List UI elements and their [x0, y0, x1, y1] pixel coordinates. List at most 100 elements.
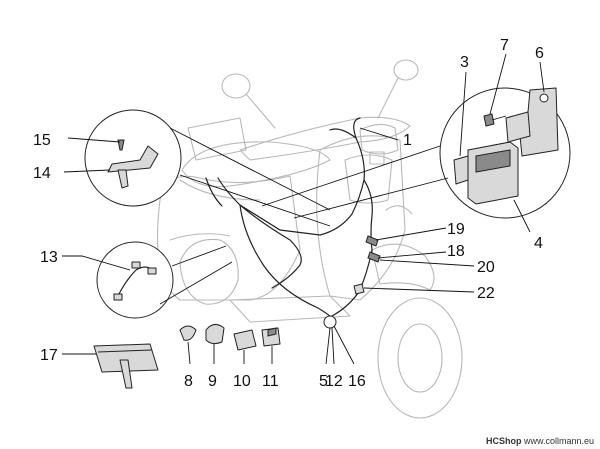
- clip-10: [233, 329, 257, 351]
- body-line-2: [169, 233, 231, 241]
- connector-sensor: [171, 245, 227, 267]
- label-3: 3: [460, 54, 469, 71]
- seat: [181, 141, 331, 188]
- label-22: 22: [477, 285, 495, 302]
- harness-handlebar-left: [329, 128, 357, 139]
- harness-center: [239, 179, 365, 236]
- rear-body: [156, 175, 301, 301]
- front-hub: [397, 323, 443, 393]
- leader-19: [375, 227, 447, 241]
- harness-up: [353, 117, 365, 181]
- bracket-14-tab: [117, 169, 129, 189]
- harness-front-low: [331, 249, 373, 317]
- bracket-14: [107, 145, 159, 173]
- label-13: 13: [40, 249, 58, 266]
- leader-8: [187, 341, 191, 365]
- detail-sensor: [96, 241, 174, 319]
- wiring-harness: [205, 117, 381, 329]
- label-11: 11: [262, 373, 279, 390]
- label-17: 17: [40, 347, 58, 364]
- rear-rack: [187, 117, 247, 161]
- cable-guide-17-leg: [119, 359, 133, 389]
- left-mirror-stem: [245, 93, 276, 129]
- bracket-6-plate: [505, 111, 531, 143]
- rear-wheel: [179, 238, 239, 305]
- leader-15: [67, 137, 121, 143]
- front-fender: [371, 243, 435, 291]
- label-19: 19: [447, 221, 465, 238]
- label-5: 5: [319, 373, 328, 390]
- sensor-13-head: [147, 267, 157, 275]
- leg-shield: [316, 135, 406, 301]
- connector-bracket: [169, 127, 331, 211]
- connector-bracket-b: [179, 174, 331, 227]
- front-light: [385, 205, 413, 215]
- right-mirror-stem: [377, 77, 399, 119]
- detail-bracket: [84, 109, 182, 207]
- label-10: 10: [233, 373, 251, 390]
- leader-18: [377, 251, 447, 259]
- leader-7: [489, 53, 507, 115]
- label-20: 20: [477, 259, 495, 276]
- scooter-silhouette: [156, 59, 463, 419]
- leader-5: [325, 327, 331, 365]
- bracket-6-hole: [539, 93, 549, 103]
- footer-shop: HCShop: [485, 436, 522, 446]
- connector-control-b: [293, 177, 449, 219]
- front-wheel: [377, 297, 463, 419]
- leader-1: [359, 127, 399, 141]
- leader-3: [459, 71, 467, 157]
- leader-13: [62, 255, 131, 271]
- connector-18: [367, 251, 381, 263]
- clip-8: [179, 325, 197, 341]
- leader-12: [331, 327, 335, 365]
- leader-14: [63, 169, 111, 173]
- connector-sensor-b: [159, 261, 233, 305]
- part-numbers: 1 3 4 5 6 7 8 9 10 11 12 13 14 15 16 17 …: [33, 37, 544, 390]
- label-4: 4: [534, 235, 543, 252]
- right-mirror: [393, 59, 419, 81]
- callout-circle-sensor: [96, 241, 174, 319]
- badge: [369, 151, 385, 165]
- sensor-13-plug: [131, 261, 141, 269]
- label-6: 6: [535, 45, 544, 62]
- callout-circle-bracket: [84, 109, 182, 207]
- detail-control-unit: [439, 87, 571, 219]
- sensor-13-end: [113, 293, 123, 301]
- footer-credit: HCShop www.collmann.eu: [486, 436, 594, 446]
- leader-22: [363, 287, 475, 293]
- leader-lines: [62, 53, 545, 365]
- body-line-1: [179, 179, 261, 201]
- cable-guide-17-ridge: [97, 349, 153, 353]
- harness-rear-branch: [217, 177, 302, 289]
- label-18: 18: [447, 243, 465, 260]
- label-14: 14: [33, 165, 51, 182]
- label-9: 9: [208, 373, 217, 390]
- headset: [359, 123, 399, 155]
- leader-16: [333, 325, 355, 365]
- leader-6: [539, 61, 545, 93]
- connector-control: [261, 145, 441, 207]
- cable-guide-17: [93, 343, 159, 373]
- label-12: 12: [325, 373, 343, 390]
- harness-rear-split: [205, 177, 223, 207]
- footer-site: www.collmann.eu: [523, 436, 594, 446]
- harness-floor: [239, 204, 333, 319]
- leader-4: [513, 199, 531, 233]
- horn-cover: [344, 154, 393, 204]
- screw-15: [117, 139, 125, 151]
- label-1: 1: [403, 132, 412, 149]
- fuse-3: [453, 155, 469, 185]
- clip-11-top: [267, 327, 277, 337]
- left-mirror: [221, 73, 251, 99]
- label-7: 7: [500, 37, 509, 54]
- callout-connectors: [159, 127, 449, 305]
- label-15: 15: [33, 132, 51, 149]
- label-16: 16: [348, 373, 366, 390]
- leader-20: [379, 259, 475, 267]
- clip-9: [205, 324, 225, 345]
- connector-19: [365, 235, 379, 247]
- loose-parts: [93, 324, 281, 389]
